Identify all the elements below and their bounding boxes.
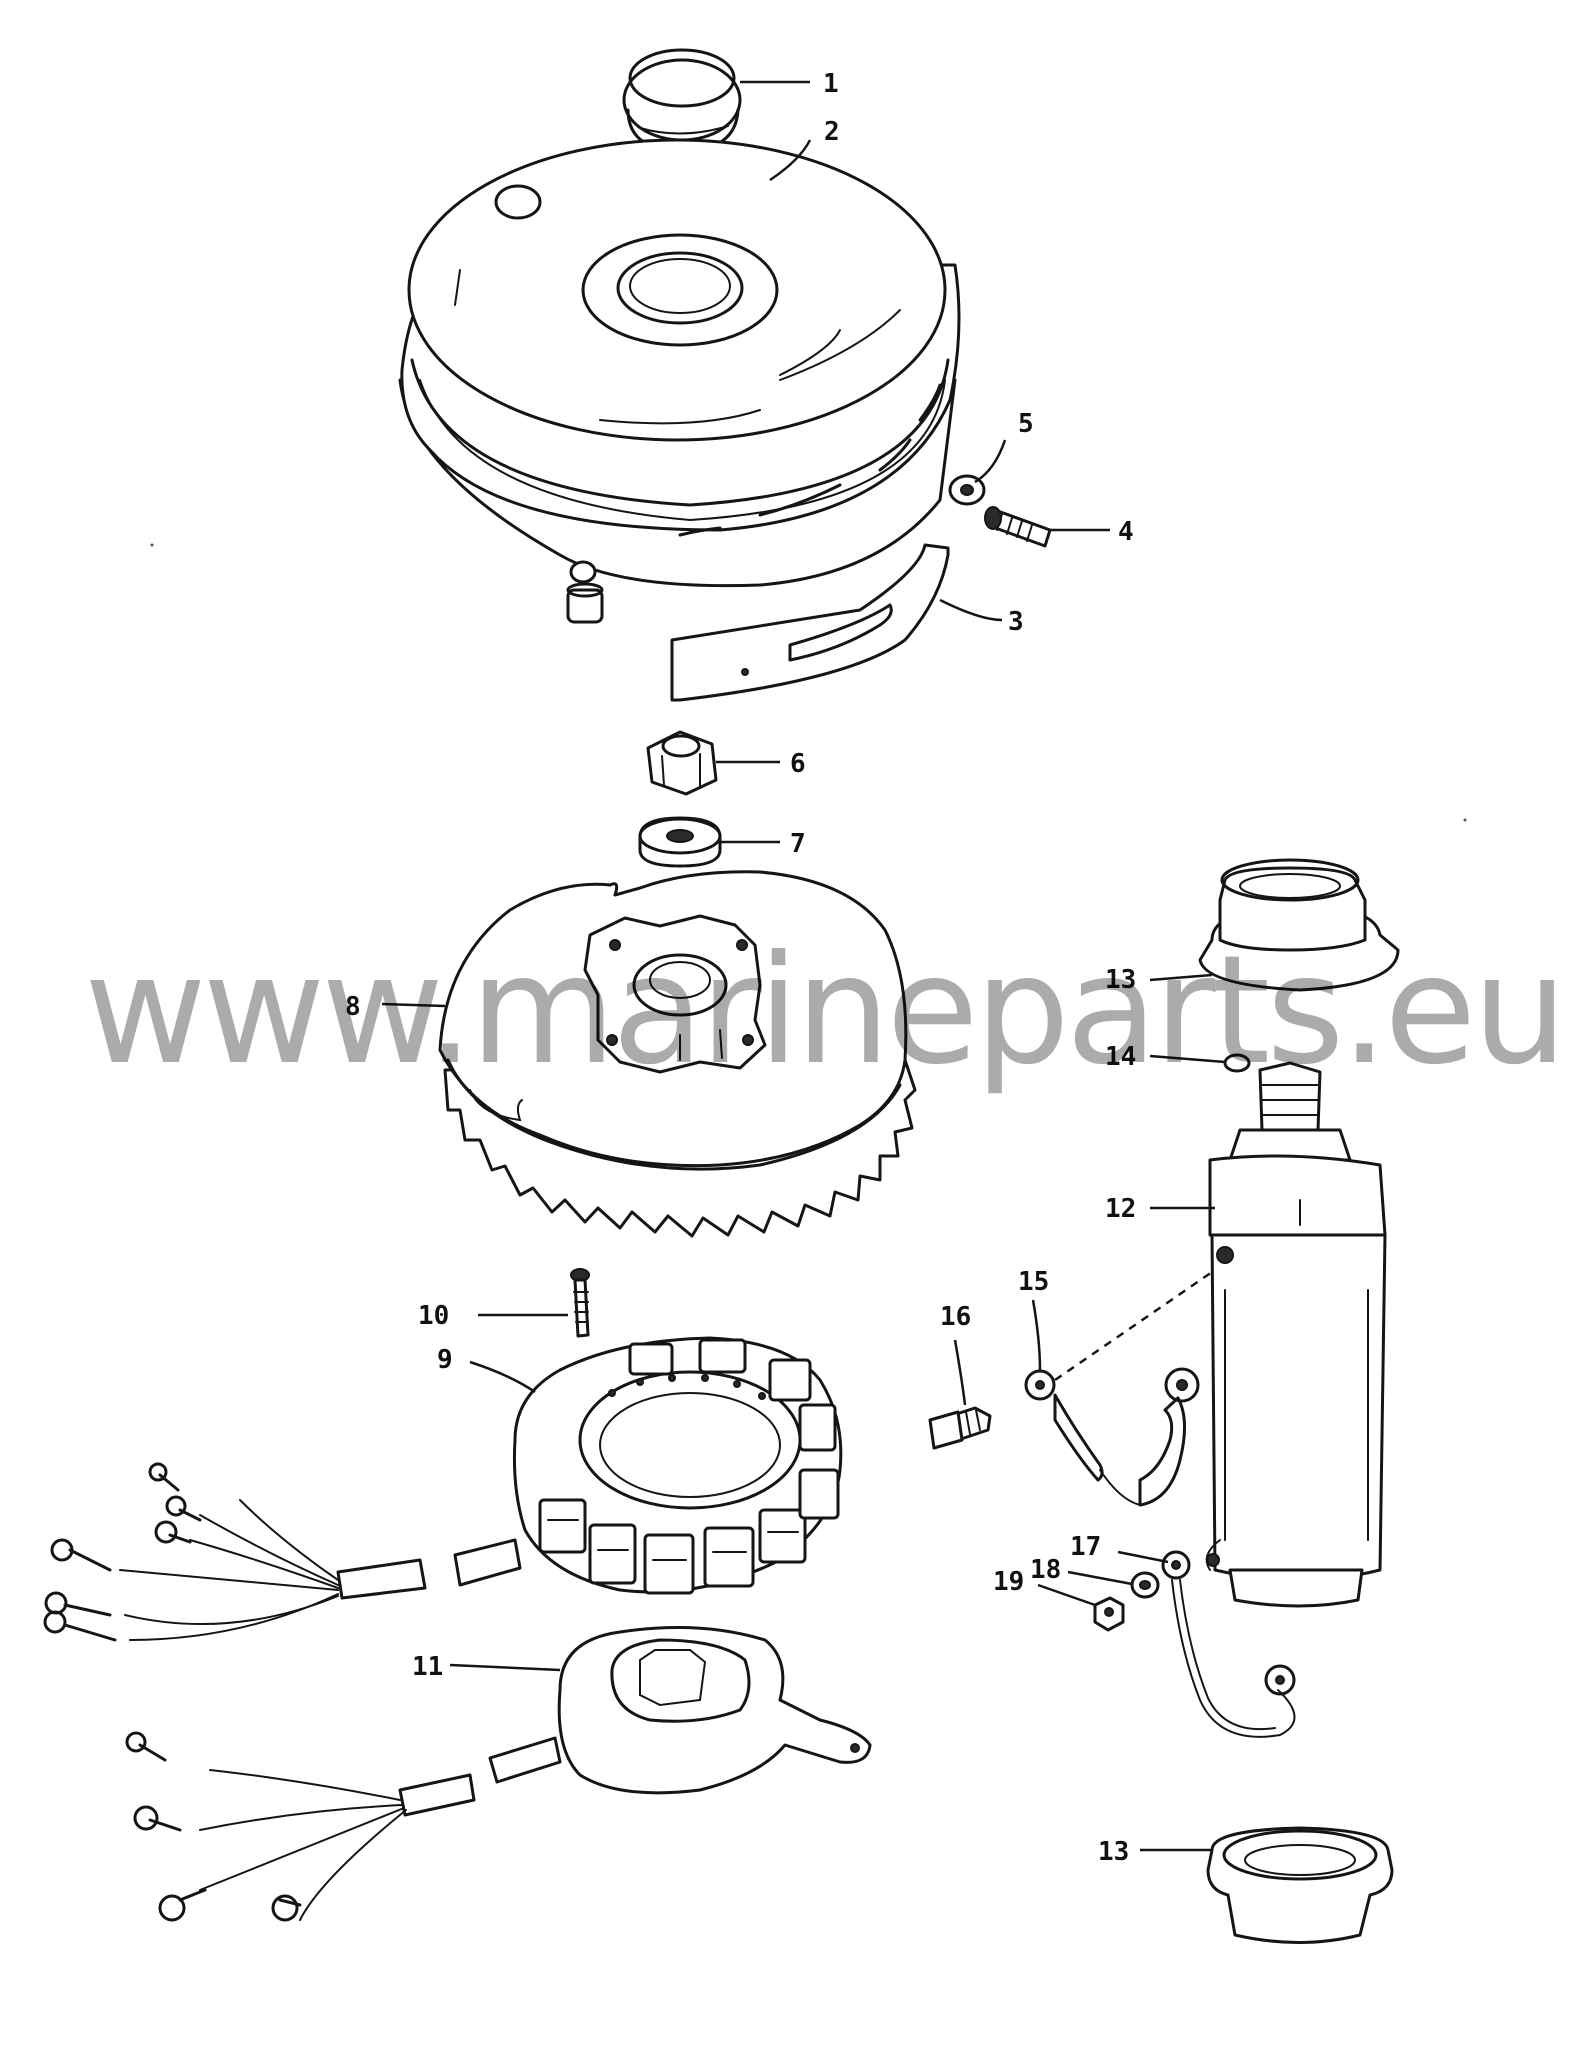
callout-11: 11 (412, 1652, 443, 1682)
leader-lines (381, 80, 1226, 1852)
callout-8: 8 (345, 992, 361, 1022)
part-8-flywheel (438, 870, 917, 1238)
callout-15: 15 (1018, 1267, 1049, 1297)
callout-19: 19 (993, 1567, 1024, 1597)
part-11-trigger (125, 1626, 872, 1922)
part-13-lower-bushing (1206, 1826, 1394, 1944)
callout-10: 10 (418, 1301, 449, 1331)
part-16-bolt (928, 1406, 992, 1450)
callout-4: 4 (1118, 517, 1134, 547)
callout-1: 1 (823, 69, 839, 99)
part-12-starter (1205, 1061, 1387, 1608)
part-3-plate (670, 543, 950, 702)
callout-9: 9 (437, 1345, 453, 1375)
part-6-nut (646, 730, 718, 796)
callout-7: 7 (790, 829, 806, 859)
part-4-screw (984, 506, 1052, 548)
callout-12: 12 (1105, 1194, 1136, 1224)
callout-17: 17 (1070, 1532, 1101, 1562)
part-13-upper-cap (1198, 858, 1400, 992)
scan-specks (150, 543, 1467, 822)
callout-13-upper: 13 (1105, 965, 1136, 995)
callout-2: 2 (824, 117, 840, 147)
part-1-cap (622, 48, 742, 154)
callout-16: 16 (940, 1302, 971, 1332)
part-19-nut (1093, 1596, 1125, 1632)
callout-labels: 1 2 3 4 5 6 7 8 9 10 11 12 13 13 14 15 1… (345, 69, 1136, 1867)
part-2-flywheel-cover (398, 138, 961, 624)
callout-5: 5 (1018, 409, 1034, 439)
part-15-cable (1024, 1268, 1216, 1507)
callout-3: 3 (1008, 607, 1024, 637)
part-17-ground-strap (1161, 1550, 1296, 1738)
part-7-washer (638, 816, 722, 868)
callout-6: 6 (790, 749, 806, 779)
part-14-clip (1223, 1053, 1251, 1073)
part-9-stator (43, 1336, 843, 1642)
watermark-text: www.marineparts.eu (84, 924, 1564, 1098)
callout-14: 14 (1105, 1042, 1136, 1072)
part-10-screw (570, 1268, 590, 1338)
callout-18: 18 (1030, 1555, 1061, 1585)
part-18-washer (1130, 1571, 1160, 1599)
part-5-washer (948, 474, 986, 506)
callout-13-lower: 13 (1098, 1837, 1129, 1867)
